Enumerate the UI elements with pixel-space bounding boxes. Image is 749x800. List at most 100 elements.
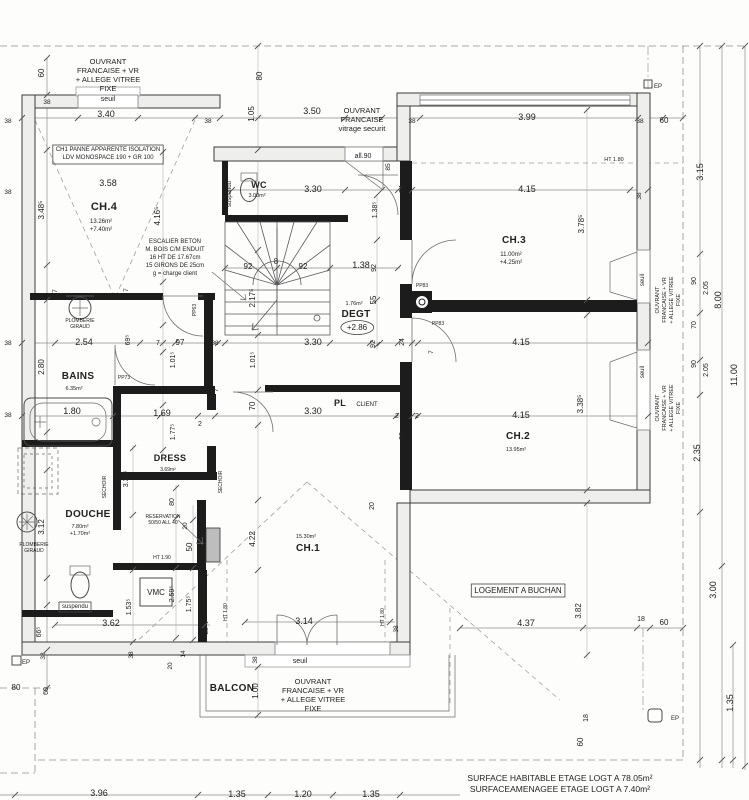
plan-label: 2.80 — [37, 359, 46, 375]
toilet-wc — [240, 178, 258, 202]
plan-label: 1.38⁵ — [372, 202, 379, 219]
plan-label: CLIENT — [356, 402, 378, 408]
plan-label: BALCON — [210, 683, 255, 694]
plan-label: 14 — [180, 650, 187, 658]
plan-label: ESCALIER BETON — [149, 239, 201, 245]
plan-label: 3.58 — [99, 178, 117, 188]
plan-label: EP — [654, 84, 662, 90]
plan-label: CH.2 — [506, 431, 530, 442]
plan-label: OUVRANT — [295, 677, 332, 686]
plan-label: vitrage securit — [339, 124, 387, 133]
label-box — [58, 601, 92, 613]
plan-label: 38 — [204, 118, 212, 125]
plan-label: 38 — [43, 99, 51, 106]
plan-label: 38 — [4, 340, 12, 347]
plan-label: 1.38 — [352, 260, 370, 270]
plan-label: 15.30m² — [296, 534, 316, 540]
plan-label: PP83 — [432, 321, 444, 327]
plan-label: 97 — [176, 338, 185, 347]
plan-label: 24 — [399, 338, 406, 346]
plan-label: seuil — [640, 274, 646, 286]
plan-label: HT 1.90 — [153, 555, 171, 561]
plan-label: 3.62 — [102, 618, 120, 628]
plan-label: 2 — [415, 413, 419, 420]
plan-label: OUVRANT — [344, 106, 381, 115]
plan-label: 16 HT DE 17.67cm — [150, 255, 201, 261]
plan-label: 80 — [255, 71, 264, 80]
plan-label: OUVRANT — [90, 57, 127, 66]
plan-label: 20 — [182, 522, 189, 530]
plan-label: 1.01⁵ — [170, 352, 177, 369]
plan-label: M. BOIS C/M ENDUIT — [145, 247, 205, 253]
plan-label: 60 — [37, 68, 46, 77]
door-ch2 — [411, 317, 457, 363]
window-ch1 — [274, 641, 391, 656]
sink — [68, 296, 92, 320]
plan-label: 66⁵ — [36, 627, 43, 638]
plan-label: 70 — [248, 401, 257, 410]
plan-label: 38 — [211, 340, 219, 347]
plan-label: seuil — [101, 96, 116, 103]
plan-label: FIXE — [305, 704, 322, 713]
plan-label: 55 — [369, 295, 378, 304]
plan-label: 3.96 — [90, 788, 108, 798]
plan-label: CH.1 — [296, 543, 320, 554]
ep-marker-bottom — [647, 708, 663, 723]
door-swings — [114, 174, 457, 646]
plan-label: 3.12 — [37, 519, 46, 535]
plan-label: EP — [671, 716, 679, 722]
door-ch3 — [411, 239, 457, 285]
window-ch3-right — [636, 249, 651, 304]
plan-label: PP83 — [416, 283, 428, 289]
plan-label: 13.95m² — [506, 447, 526, 453]
plan-label: 1.69 — [153, 408, 171, 418]
plan-label: VMC — [147, 588, 165, 597]
plan-label: 1.35 — [228, 789, 246, 799]
plan-label: 2.54 — [75, 337, 93, 347]
plan-label: 3.50 — [303, 106, 321, 116]
plan-label: suspendu — [227, 181, 233, 207]
plan-label: 7 — [213, 388, 220, 392]
plan-label: 50 — [185, 542, 194, 551]
roof-overhang-lines — [0, 45, 745, 774]
plan-label: PLOMBERIE — [19, 542, 49, 548]
plan-label: 4.15 — [512, 337, 530, 347]
plan-label: 3.99 — [518, 112, 536, 122]
plan-label: 2.05 — [703, 281, 710, 295]
plan-label: HT 1.80 — [223, 603, 229, 621]
plan-label: 90 — [691, 277, 698, 285]
plan-label: 38 — [4, 189, 12, 196]
plan-label: GIRAUD — [24, 548, 44, 554]
plan-label: 38 — [4, 412, 12, 419]
plan-label: 3.14 — [295, 616, 313, 626]
plan-label: 92 — [244, 262, 253, 271]
plan-label: 92 — [370, 340, 377, 348]
plan-label: 3.00m² — [248, 193, 265, 199]
plan-label: 2.35 — [692, 444, 702, 462]
plan-label: DOUCHE — [65, 509, 110, 520]
plan-label: 38 — [408, 118, 416, 125]
plan-label: BAINS — [62, 371, 95, 382]
vmc-box — [139, 577, 173, 607]
plan-label: SECHOIR — [102, 475, 108, 498]
french-door-left — [276, 614, 308, 646]
ep-marker-top — [643, 79, 653, 89]
plan-label: 1.35 — [725, 694, 735, 712]
plan-label: PP63 — [192, 304, 198, 316]
plan-label: g = charge client — [153, 271, 198, 277]
plan-label: 7 — [156, 340, 160, 347]
window-wc — [344, 146, 384, 162]
plan-label: 90 — [691, 360, 698, 368]
plan-label: 7 — [123, 288, 130, 292]
plan-label: 7 — [428, 350, 435, 354]
plan-label: 2 — [395, 413, 399, 420]
plan-label: 3.78⁵ — [577, 215, 586, 234]
plan-label: 4.15 — [518, 184, 536, 194]
plan-label: WC — [251, 180, 267, 190]
balcony-outline — [199, 655, 456, 718]
toilet-douche — [70, 571, 90, 599]
plan-label: all.90 — [355, 153, 372, 160]
plan-label: 60 — [660, 116, 669, 125]
reservation-shaft — [205, 527, 221, 563]
